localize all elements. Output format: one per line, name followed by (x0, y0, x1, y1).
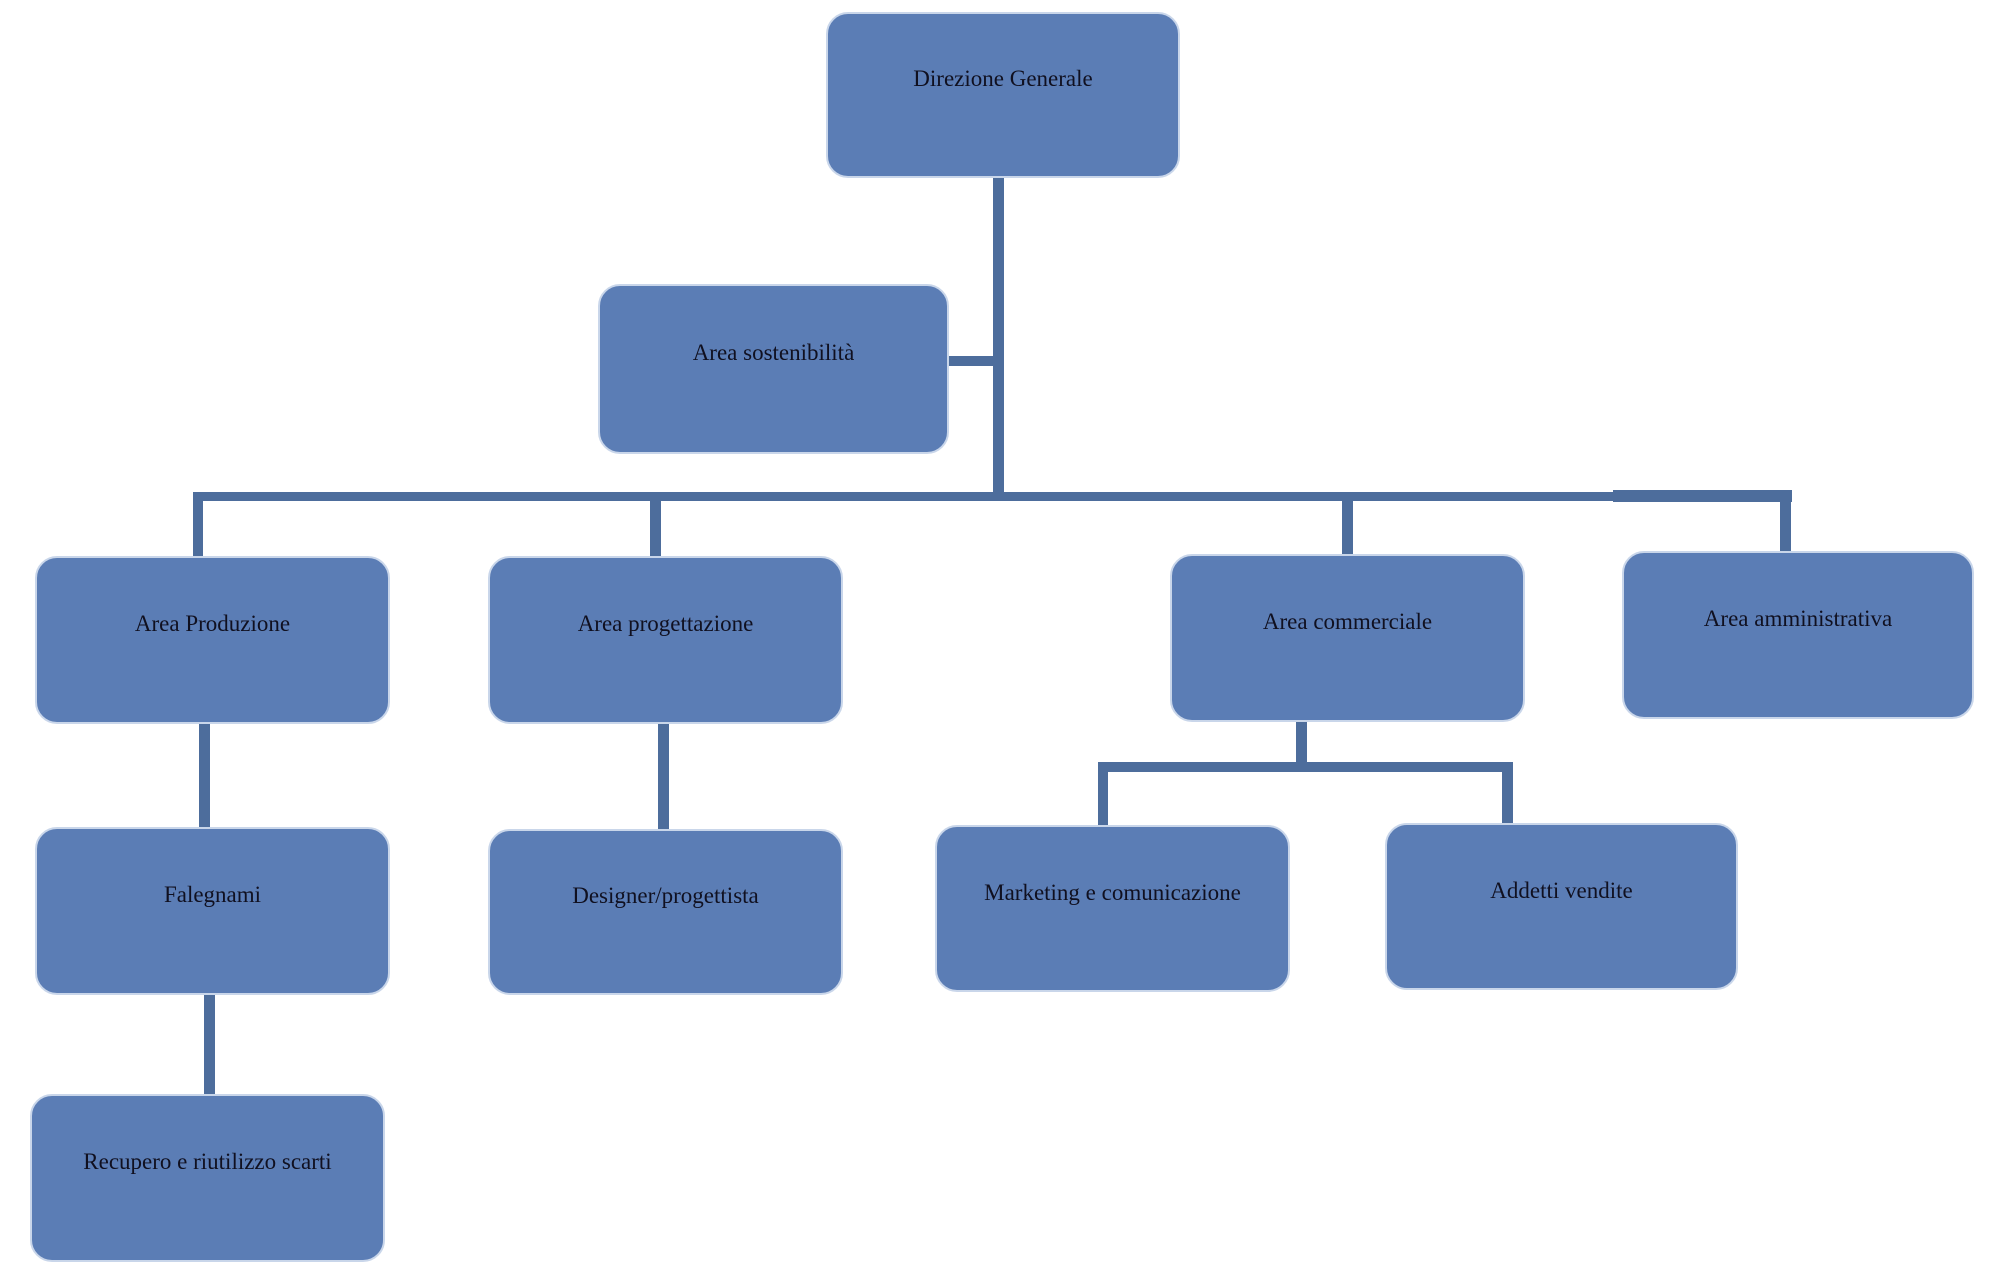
node-direzione-generale: Direzione Generale (826, 12, 1180, 178)
node-addetti-vendite: Addetti vendite (1385, 823, 1738, 990)
node-label-area-commerciale: Area commerciale (1262, 609, 1433, 635)
connector-drop-area-commerciale (1342, 498, 1353, 554)
node-falegnami: Falegnami (35, 827, 390, 995)
connector-main-horizontal-right-segment (1613, 490, 1792, 502)
connector-drop-marketing (1098, 762, 1108, 825)
node-area-produzione: Area Produzione (35, 556, 390, 724)
node-label-designer-progettista: Designer/progettista (572, 883, 759, 909)
connector-sostenibilita-stub (947, 356, 993, 366)
connector-drop-addetti-vendite (1502, 762, 1513, 823)
node-recupero-e-riutilizzo-scarti: Recupero e riutilizzo scarti (30, 1094, 385, 1262)
node-label-addetti-vendite: Addetti vendite (1490, 877, 1633, 903)
node-area-sostenibilita: Area sostenibilità (598, 284, 949, 454)
node-label-recupero-e-riutilizzo-scarti: Recupero e riutilizzo scarti (83, 1149, 332, 1175)
node-label-area-sostenibilita: Area sostenibilità (692, 340, 855, 366)
connector-commerciale-stub (1296, 722, 1307, 770)
node-label-direzione-generale: Direzione Generale (913, 66, 1093, 92)
connector-drop-area-amministrativa (1780, 490, 1791, 551)
connector-produzione-to-falegnami (199, 724, 210, 827)
node-label-falegnami: Falegnami (163, 882, 262, 908)
node-label-area-amministrativa: Area amministrativa (1703, 606, 1893, 632)
connector-main-horizontal-line (193, 492, 1791, 501)
node-designer-progettista: Designer/progettista (488, 829, 843, 995)
node-area-amministrativa: Area amministrativa (1622, 551, 1974, 719)
connector-commerciale-horizontal-line (1098, 762, 1513, 772)
node-area-commerciale: Area commerciale (1170, 554, 1525, 722)
node-area-progettazione: Area progettazione (488, 556, 843, 724)
connector-direzione-to-main-line (993, 177, 1004, 501)
connector-falegnami-to-recupero (204, 995, 215, 1094)
connector-drop-area-produzione (193, 492, 203, 556)
node-label-area-produzione: Area Produzione (134, 611, 291, 637)
node-marketing-e-comunicazione: Marketing e comunicazione (935, 825, 1290, 992)
node-label-area-progettazione: Area progettazione (577, 611, 754, 637)
connector-progettazione-to-designer (658, 724, 669, 829)
node-label-marketing-e-comunicazione: Marketing e comunicazione (984, 879, 1241, 905)
connector-drop-area-progettazione (650, 498, 661, 556)
